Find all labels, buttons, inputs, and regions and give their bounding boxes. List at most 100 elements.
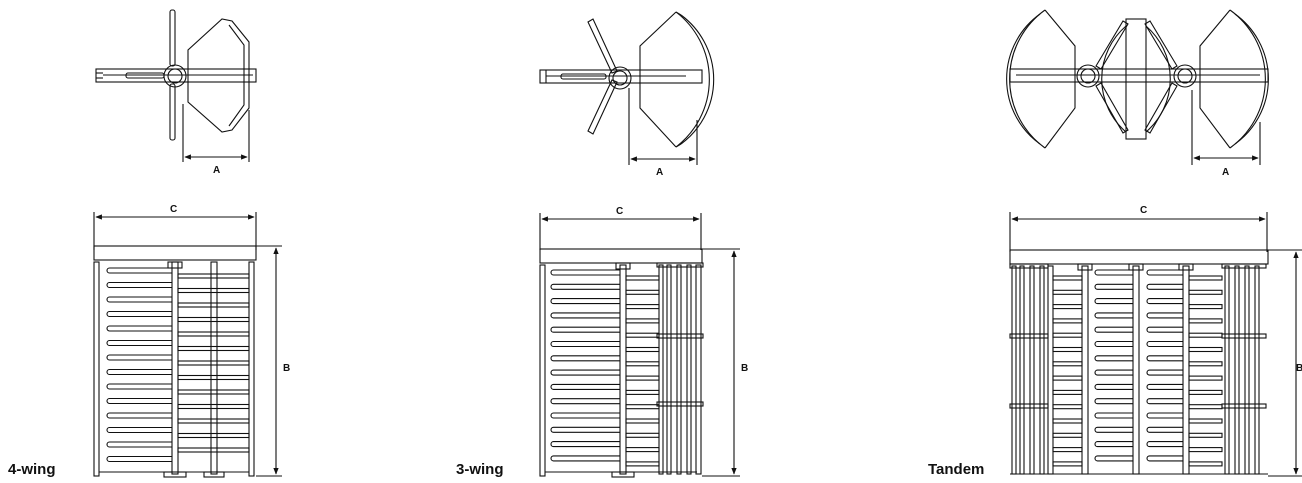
rotor-arm [106, 339, 172, 347]
rotor-arm [1146, 283, 1183, 290]
rotor-arm [106, 412, 172, 419]
dimension-label-a: A [213, 165, 220, 176]
barrier-bar [177, 360, 250, 366]
barrier-bar [1052, 404, 1083, 410]
barrier-bar [625, 447, 660, 453]
rotor-arm [550, 426, 620, 433]
fixed-barrier-bars [177, 273, 250, 453]
barrier-bar [1052, 418, 1083, 424]
plan-view-tandem [1006, 9, 1269, 165]
dimension-label-c: C [170, 204, 177, 215]
barrier-bar [1052, 332, 1083, 338]
barrier-bar [625, 346, 660, 353]
barrier-bar [625, 461, 660, 467]
barrier-bar [1052, 304, 1083, 310]
rotor-arm [1094, 426, 1133, 433]
rotor-arm [1146, 369, 1183, 376]
rotor-arm [1146, 412, 1183, 419]
rotor-arm [1146, 298, 1183, 305]
barrier-bar [625, 375, 660, 381]
rotor-arm [1094, 455, 1133, 462]
rotor-arm [1146, 426, 1183, 433]
elevation-view-4-wing [93, 212, 282, 478]
rotor-arms [106, 267, 172, 463]
rotor-arm [1094, 412, 1133, 419]
rotor-arm [1094, 283, 1133, 290]
rotor-arms [1094, 269, 1183, 462]
barrier-bar [1188, 289, 1223, 295]
barrier-bar [1052, 447, 1083, 453]
barrier-bar [177, 447, 250, 453]
dimension-label-b: B [741, 363, 748, 374]
barrier-bar [1188, 389, 1223, 395]
barrier-bar [625, 404, 660, 410]
rotor-arm [1146, 312, 1183, 319]
rotor-arm [106, 281, 172, 289]
barrier-bar [1052, 275, 1083, 281]
fixed-barrier-bars [1052, 275, 1223, 467]
barrier-bar [1188, 346, 1223, 353]
rotor-arm [550, 455, 620, 462]
barrier-bar [1188, 375, 1223, 381]
dimension-label-a: A [656, 167, 663, 178]
rotor-arm [106, 296, 172, 303]
barrier-bar [625, 432, 660, 438]
panel-tandem: A [1006, 9, 1302, 477]
rotor-arm [106, 354, 172, 361]
barrier-bar [625, 318, 660, 324]
fixed-barrier-bars [625, 275, 660, 467]
barrier-bar [177, 302, 250, 308]
barrier-bar [177, 389, 250, 395]
barrier-bar [1052, 289, 1083, 295]
rotor-arm [1094, 269, 1133, 276]
rotor-arm [106, 441, 172, 448]
rotor-arm [550, 312, 620, 319]
rotor-arm [1094, 383, 1133, 390]
barrier-bar [177, 287, 250, 294]
rotor-arm [1094, 398, 1133, 405]
rotor-arm [1146, 398, 1183, 405]
rotor-arm [106, 426, 172, 434]
rotor-arm [1146, 455, 1183, 462]
rotor-arm [106, 455, 172, 463]
barrier-bar [177, 316, 250, 323]
barrier-bar [1188, 361, 1223, 367]
rotor-arm [1094, 312, 1133, 319]
elevation-view-tandem [1009, 212, 1302, 477]
barrier-bar [177, 432, 250, 439]
rotor-arm [550, 326, 620, 333]
dimension-label-b: B [283, 363, 290, 374]
elevation-view-3-wing [539, 213, 740, 478]
barrier-bar [177, 418, 250, 424]
barrier-bar [1052, 375, 1083, 381]
rotor-arms [550, 269, 620, 462]
caption-4-wing: 4-wing [8, 461, 56, 478]
rotor-arm [106, 267, 172, 274]
rotor-arm [550, 441, 620, 448]
rotor-arm [1094, 298, 1133, 305]
barrier-bar [1052, 361, 1083, 367]
barrier-bar [177, 403, 250, 410]
rotor-arm [1094, 326, 1133, 333]
dimension-label-c: C [616, 206, 623, 217]
rotor-arm [550, 298, 620, 305]
rotor-arm [1094, 369, 1133, 376]
plan-view-3-wing [539, 11, 715, 165]
barrier-bar [1188, 418, 1223, 424]
caption-3-wing: 3-wing [456, 461, 504, 478]
rotor-arm [106, 325, 172, 332]
rotor-arm [1146, 340, 1183, 348]
rotor-arm [1094, 355, 1133, 362]
barrier-bar [1188, 332, 1223, 338]
barrier-bar [625, 332, 660, 338]
barrier-bar [625, 304, 660, 310]
rotor-arm [550, 340, 620, 348]
rotor-arm [1146, 326, 1183, 333]
barrier-bar [625, 289, 660, 295]
barrier-bar [1188, 318, 1223, 324]
barrier-bar [625, 418, 660, 424]
barrier-bar [625, 275, 660, 281]
barrier-bar [1052, 346, 1083, 353]
